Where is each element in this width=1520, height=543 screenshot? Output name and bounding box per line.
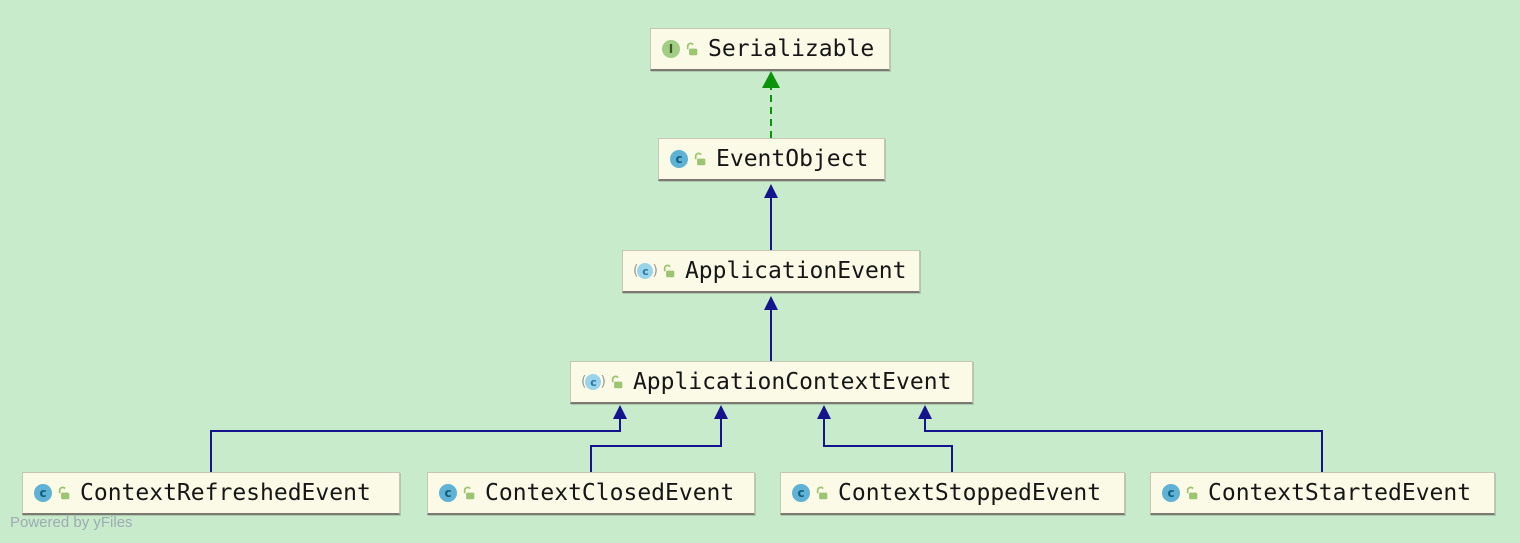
abstract-class-icon: (c) bbox=[633, 263, 658, 279]
node-icons: c bbox=[670, 150, 707, 168]
public-lock-icon bbox=[694, 152, 706, 166]
node-icons: c bbox=[34, 484, 71, 502]
edge-applicationevent-eventobject bbox=[764, 184, 778, 250]
inheritance-arrowhead-icon bbox=[918, 405, 932, 419]
public-lock-icon bbox=[663, 264, 675, 278]
node-icons: c bbox=[1162, 484, 1199, 502]
public-lock-icon bbox=[686, 42, 698, 56]
class-icon: c bbox=[1162, 484, 1180, 502]
edge-eventobject-serializable bbox=[762, 71, 780, 138]
class-name-label: Serializable bbox=[708, 36, 875, 62]
edge-contextstoppedevent-applicationcontextevent bbox=[817, 405, 953, 472]
class-node-applicationcontextevent[interactable]: (c) ApplicationContextEvent bbox=[570, 361, 973, 404]
class-node-contextstoppedevent[interactable]: c ContextStoppedEvent bbox=[780, 472, 1125, 515]
public-lock-icon bbox=[611, 375, 623, 389]
inheritance-arrowhead-icon bbox=[613, 405, 627, 419]
class-icon: c bbox=[34, 484, 52, 502]
class-name-label: ApplicationContextEvent bbox=[632, 369, 952, 395]
inheritance-arrowhead-icon bbox=[764, 296, 778, 310]
class-name-label: ContextStoppedEvent bbox=[838, 480, 1102, 506]
abstract-class-icon: (c) bbox=[581, 374, 606, 390]
class-icon: c bbox=[439, 484, 457, 502]
realization-arrowhead-icon bbox=[762, 71, 780, 88]
class-name-label: ContextRefreshedEvent bbox=[80, 480, 371, 506]
class-icon: c bbox=[792, 484, 810, 502]
class-node-eventobject[interactable]: c EventObject bbox=[658, 138, 885, 181]
node-icons: (c) bbox=[581, 374, 624, 390]
public-lock-icon bbox=[463, 486, 475, 500]
inheritance-arrowhead-icon bbox=[714, 405, 728, 419]
class-name-label: EventObject bbox=[716, 146, 869, 172]
class-node-contextrefreshedevent[interactable]: c ContextRefreshedEvent bbox=[22, 472, 400, 515]
interface-icon: I bbox=[662, 40, 680, 58]
edge-contextclosedevent-applicationcontextevent bbox=[590, 405, 728, 472]
yfiles-watermark: Powered by yFiles bbox=[10, 514, 133, 531]
node-icons: (c) bbox=[633, 263, 676, 279]
edge-applicationcontextevent-applicationevent bbox=[764, 296, 778, 361]
public-lock-icon bbox=[58, 486, 70, 500]
class-node-serializable[interactable]: I Serializable bbox=[650, 28, 890, 71]
node-icons: c bbox=[439, 484, 476, 502]
edge-contextstartedevent-applicationcontextevent bbox=[918, 405, 1323, 472]
class-name-label: ContextStartedEvent bbox=[1208, 480, 1472, 506]
class-name-label: ApplicationEvent bbox=[684, 258, 907, 284]
inheritance-arrowhead-icon bbox=[817, 405, 831, 419]
class-node-contextstartedevent[interactable]: c ContextStartedEvent bbox=[1150, 472, 1495, 515]
node-icons: I bbox=[662, 40, 699, 58]
inheritance-arrowhead-icon bbox=[764, 184, 778, 198]
class-icon: c bbox=[670, 150, 688, 168]
class-name-label: ContextClosedEvent bbox=[485, 480, 735, 506]
public-lock-icon bbox=[816, 486, 828, 500]
class-node-contextclosedevent[interactable]: c ContextClosedEvent bbox=[427, 472, 755, 515]
class-node-applicationevent[interactable]: (c) ApplicationEvent bbox=[622, 250, 920, 293]
public-lock-icon bbox=[1186, 486, 1198, 500]
node-icons: c bbox=[792, 484, 829, 502]
edge-contextrefreshedevent-applicationcontextevent bbox=[210, 405, 627, 472]
